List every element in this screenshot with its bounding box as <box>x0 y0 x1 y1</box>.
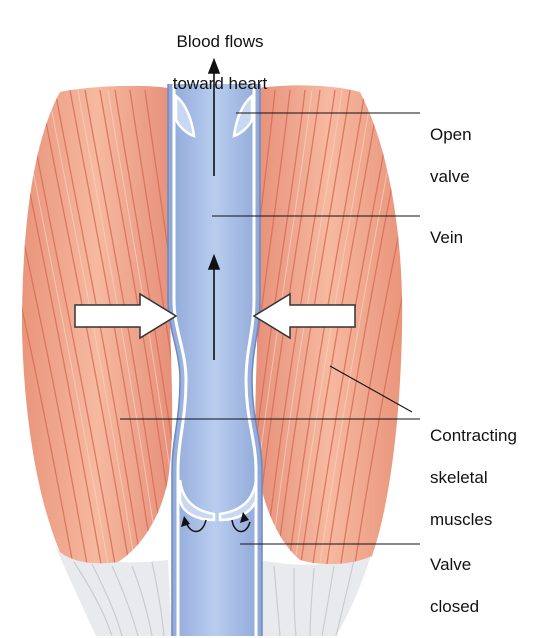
vein-label: Vein <box>430 206 463 269</box>
blood-flow-label: Blood flows toward heart <box>150 10 290 115</box>
muscles-label: Contracting skeletal muscles <box>430 404 517 551</box>
open-valve-label: Open valve <box>430 103 472 208</box>
valve-closed-label: Valve closed <box>430 533 479 638</box>
vein <box>168 84 262 636</box>
